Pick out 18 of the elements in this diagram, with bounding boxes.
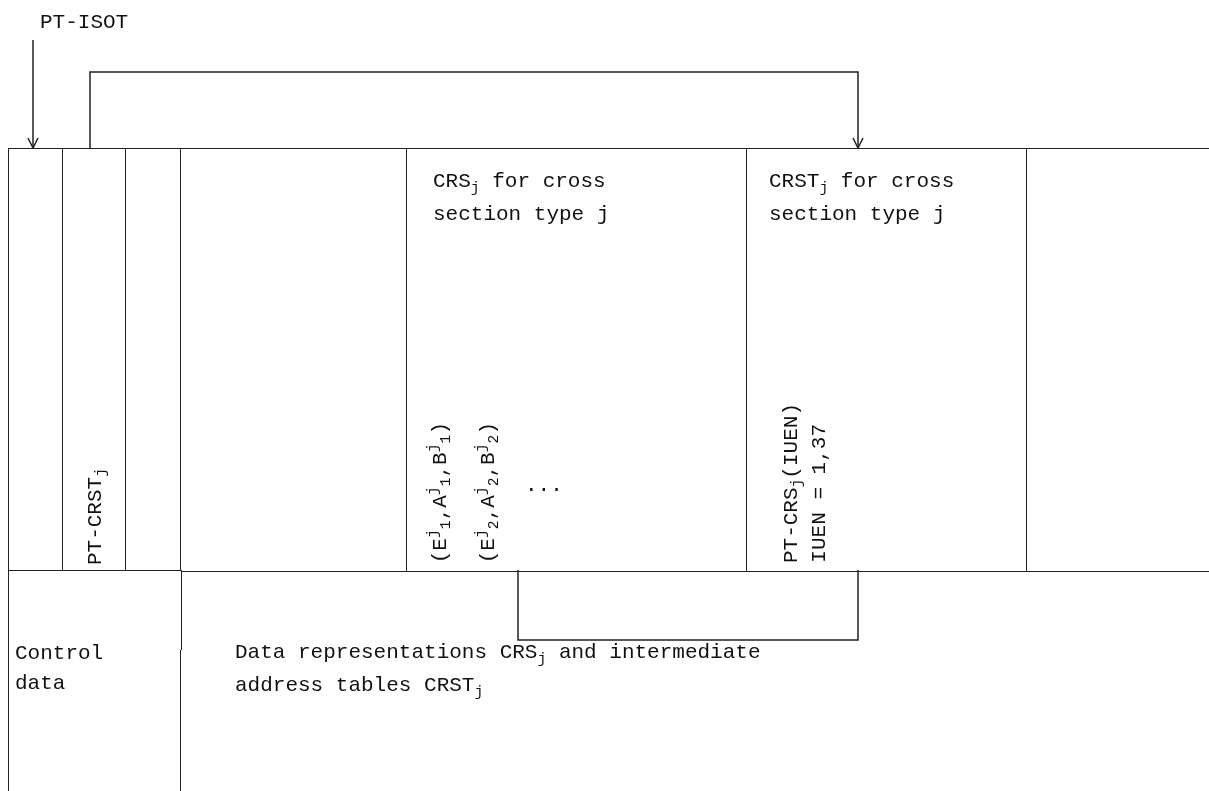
- vertical-label: IUEN = 1,37: [807, 424, 832, 563]
- memory-cell: [180, 148, 408, 572]
- memory-cell: [62, 148, 127, 572]
- pointer-label: PT-ISOT: [28, 6, 138, 40]
- memory-cell: [746, 148, 1028, 572]
- cell-text: Data representations CRS$_{j}$ and intermediate address tables CRST$_{j}$: [235, 640, 762, 702]
- cell-text: ...: [525, 472, 563, 499]
- cell-text: CRST$_{j}$ for cross section type j: [769, 169, 956, 228]
- pointer-arrow: [27, 39, 39, 149]
- cell-text: Control data: [15, 641, 105, 698]
- memory-cell: [406, 148, 748, 572]
- pointer-arrow: [89, 71, 864, 149]
- connector-line: [517, 569, 859, 641]
- memory-cell: [125, 148, 182, 572]
- memory-cell: [8, 148, 64, 572]
- cell-text: CRS$_{j}$ for cross section type j: [433, 169, 611, 228]
- memory-cell: [1026, 148, 1209, 572]
- memory-cell: [8, 570, 182, 791]
